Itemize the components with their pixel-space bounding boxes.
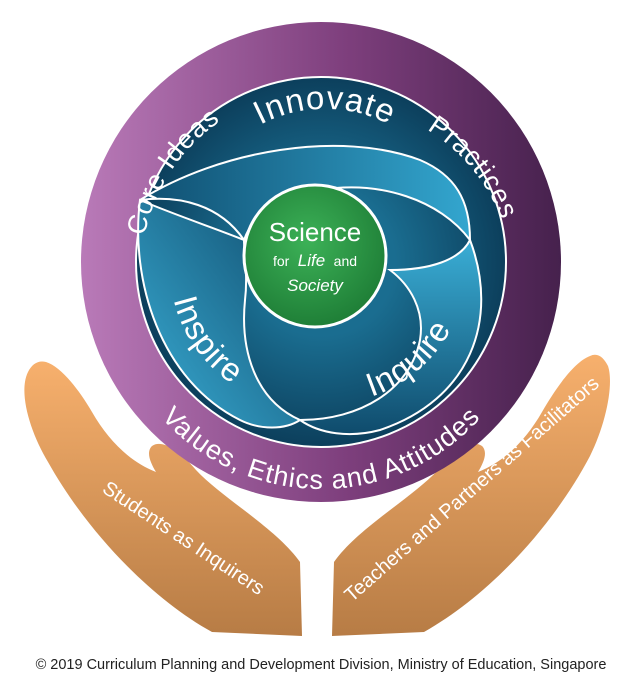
right-hand bbox=[332, 354, 610, 636]
copyright-text: © 2019 Curriculum Planning and Developme… bbox=[35, 657, 607, 673]
swirl-blades bbox=[137, 144, 483, 436]
blade-inquire bbox=[296, 237, 483, 436]
blade-innovate bbox=[139, 144, 472, 243]
center-line2: for Life and bbox=[273, 251, 357, 270]
left-hand bbox=[24, 361, 302, 636]
center-title: Science bbox=[269, 217, 362, 247]
blade-inspire bbox=[137, 198, 303, 429]
center-line3: Society bbox=[287, 276, 344, 295]
center-circle bbox=[242, 183, 388, 329]
